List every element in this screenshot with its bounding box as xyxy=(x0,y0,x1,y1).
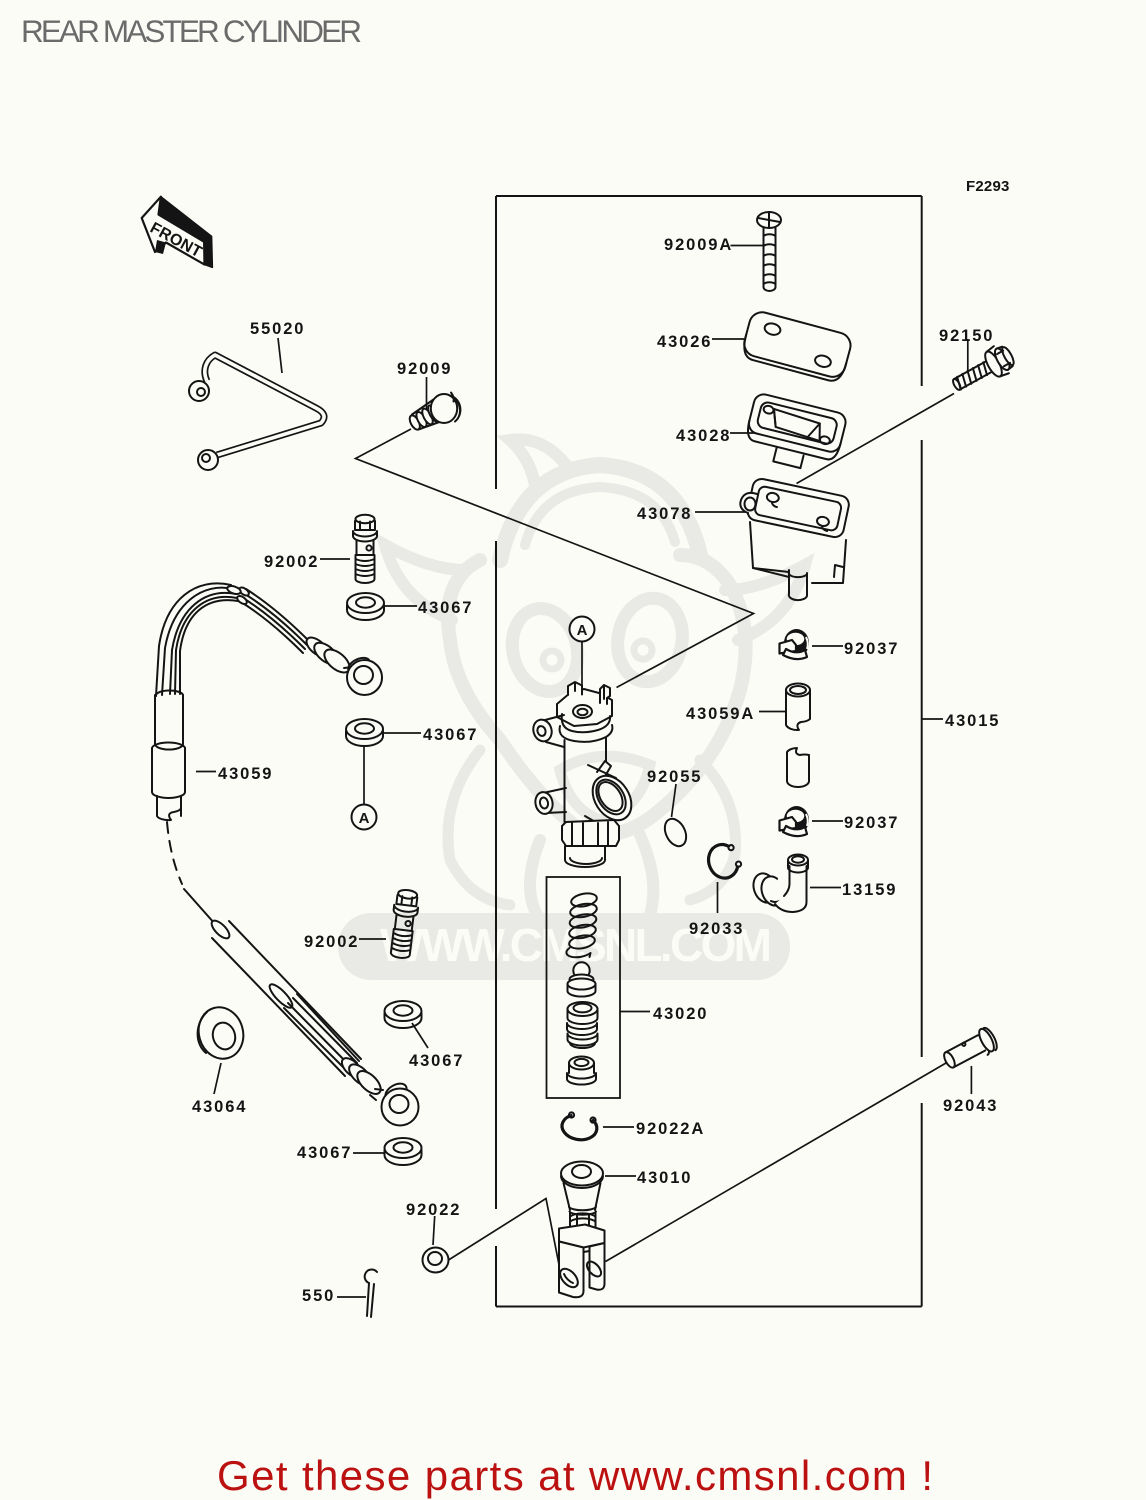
svg-text:43067: 43067 xyxy=(418,599,473,617)
svg-text:43067: 43067 xyxy=(423,726,478,744)
svg-text:92033: 92033 xyxy=(689,920,744,938)
svg-text:92055: 92055 xyxy=(647,768,702,786)
svg-text:Get these parts at www.cmsnl.c: Get these parts at www.cmsnl.com ! xyxy=(217,1452,933,1499)
svg-text:92150: 92150 xyxy=(939,327,994,345)
svg-text:92022A: 92022A xyxy=(636,1120,705,1138)
svg-text:92043: 92043 xyxy=(943,1097,998,1115)
svg-text:92002: 92002 xyxy=(264,553,319,571)
svg-text:43015: 43015 xyxy=(945,712,1000,730)
svg-text:43067: 43067 xyxy=(297,1144,352,1162)
svg-text:92022: 92022 xyxy=(406,1201,461,1219)
svg-text:43078: 43078 xyxy=(637,505,692,523)
svg-text:A: A xyxy=(359,810,370,827)
svg-text:43028: 43028 xyxy=(676,427,731,445)
svg-text:43026: 43026 xyxy=(657,333,712,351)
svg-text:13159: 13159 xyxy=(842,881,897,899)
svg-text:43059: 43059 xyxy=(218,765,273,783)
svg-text:92009: 92009 xyxy=(397,360,452,378)
svg-text:REAR MASTER CYLINDER: REAR MASTER CYLINDER xyxy=(21,13,362,49)
svg-text:550: 550 xyxy=(302,1287,335,1305)
svg-text:55020: 55020 xyxy=(250,320,305,338)
svg-text:92009A: 92009A xyxy=(664,236,733,254)
svg-text:43067: 43067 xyxy=(409,1052,464,1070)
svg-text:43064: 43064 xyxy=(192,1098,247,1116)
svg-text:92037: 92037 xyxy=(844,814,899,832)
svg-text:43010: 43010 xyxy=(637,1169,692,1187)
svg-text:43059A: 43059A xyxy=(686,705,755,723)
svg-text:43020: 43020 xyxy=(653,1005,708,1023)
svg-text:92002: 92002 xyxy=(304,933,359,951)
svg-text:A: A xyxy=(577,622,588,639)
svg-text:F2293: F2293 xyxy=(966,178,1010,195)
svg-text:92037: 92037 xyxy=(844,640,899,658)
